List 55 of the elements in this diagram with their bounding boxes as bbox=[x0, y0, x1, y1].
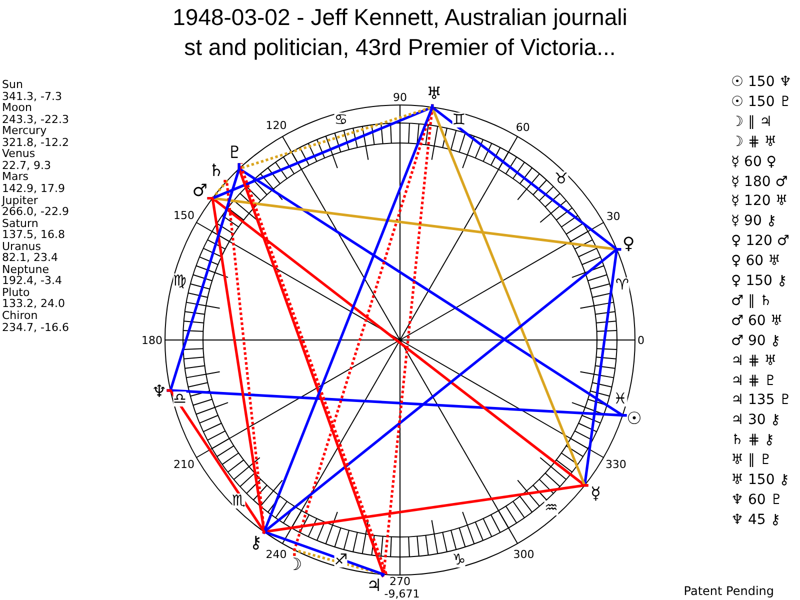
degree-label: 180 bbox=[142, 334, 162, 346]
degree-label: 90 bbox=[393, 92, 407, 102]
aspect-entry: ♅ 150 ⚷ bbox=[731, 473, 790, 487]
aspect-entry: ♂ ∥ ♄ bbox=[731, 294, 772, 308]
position-value: 22.7, 9.3 bbox=[2, 160, 51, 171]
aspect-entry: ☿ 60 ♀ bbox=[731, 154, 777, 169]
aspect-entry: ♂ 90 ⚷ bbox=[731, 334, 781, 348]
planet-name: Chiron bbox=[2, 310, 38, 321]
aspect-entry: ♀ 60 ♅ bbox=[731, 254, 781, 268]
position-value: 142.9, 17.9 bbox=[2, 182, 65, 194]
aspect-entry: ♆ 45 ⚷ bbox=[731, 512, 781, 527]
planet-name: Sun bbox=[2, 79, 23, 90]
planet-name: Mercury bbox=[2, 125, 47, 136]
footer-note: Patent Pending bbox=[684, 585, 774, 597]
aspect-entry: ♀ 150 ⚷ bbox=[731, 274, 788, 288]
planet-name: Moon bbox=[2, 102, 32, 114]
aspect-entry: ♂ 60 ♅ bbox=[731, 314, 783, 328]
planet-glyph: ♅ bbox=[426, 84, 442, 104]
position-value: 234.7, -16.6 bbox=[2, 322, 69, 333]
degree-label: 0 bbox=[638, 334, 644, 346]
aspect-entry: ♃ 30 ⚷ bbox=[731, 413, 781, 428]
aspect-entry: ☽ ∥ ♃ bbox=[731, 114, 772, 129]
value-label: -9,671 bbox=[384, 588, 420, 600]
planet-name: Pluto bbox=[2, 286, 30, 298]
planet-name: Saturn bbox=[2, 218, 38, 229]
aspect-entry: ☽ ⋕ ♅ bbox=[731, 134, 777, 149]
position-value: 321.8, -12.2 bbox=[2, 136, 69, 148]
planet-glyph: ♆ bbox=[152, 382, 167, 403]
aspect-entry: ♃ 135 ♇ bbox=[731, 393, 792, 408]
position-value: 133.2, 24.0 bbox=[2, 298, 65, 310]
planet-name: Uranus bbox=[2, 240, 41, 252]
position-value: 341.3, -7.3 bbox=[2, 90, 62, 102]
planet-name: Venus bbox=[2, 148, 36, 160]
planet-name: Mars bbox=[2, 171, 28, 182]
planet-name: Neptune bbox=[2, 264, 50, 275]
position-value: 243.3, -22.3 bbox=[2, 114, 69, 125]
aspect-entry: ♅ ∥ ♇ bbox=[731, 453, 772, 468]
planet-glyph: ♃ bbox=[366, 576, 382, 596]
aspect-entry: ♀ 120 ♂ bbox=[731, 234, 790, 248]
aspect-entry: ♃ ⋕ ♅ bbox=[731, 354, 777, 368]
aspect-entry: ☉ 150 ♇ bbox=[731, 94, 792, 109]
position-value: 137.5, 16.8 bbox=[2, 229, 65, 240]
planet-name: Jupiter bbox=[2, 194, 38, 206]
aspect-entry: ♄ ⋕ ⚷ bbox=[731, 433, 774, 448]
position-value: 82.1, 23.4 bbox=[2, 252, 58, 264]
aspect-entry: ☉ 150 ♆ bbox=[731, 75, 792, 89]
chart-title: 1948-03-02 - Jeff Kennett, Australian journali st and politician, 43rd Premier of Victoria... bbox=[172, 3, 628, 62]
aspect-entry: ☿ 180 ♂ bbox=[731, 174, 788, 188]
position-value: 192.4, -3.4 bbox=[2, 275, 62, 286]
aspect-entry: ☿ 120 ♅ bbox=[731, 194, 788, 208]
position-value: 266.0, -22.9 bbox=[2, 206, 69, 218]
aspect-entry: ☿ 90 ⚷ bbox=[731, 214, 777, 228]
aspect-entry: ♃ ⋕ ♇ bbox=[731, 374, 777, 388]
degree-label: 270 bbox=[390, 576, 410, 586]
aspect-entry: ♆ 60 ♇ bbox=[731, 492, 783, 507]
